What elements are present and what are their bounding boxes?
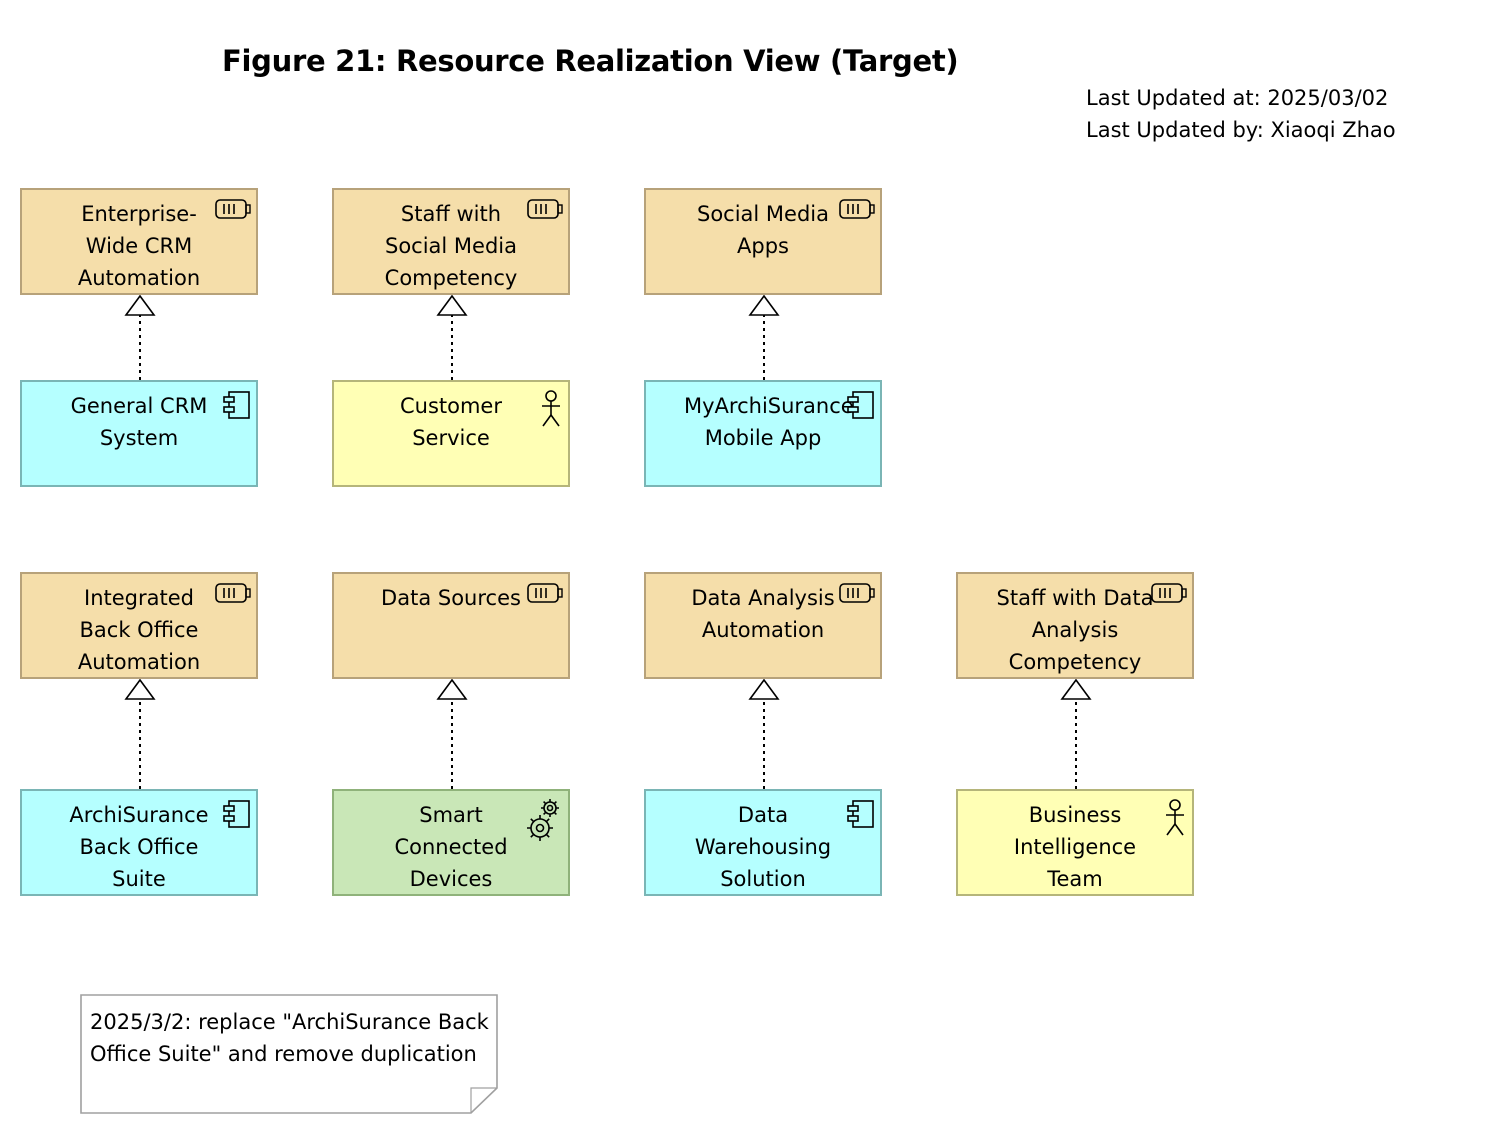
component-icon	[847, 800, 874, 828]
resource-icon	[215, 199, 251, 219]
node-label: Staff with Social Media Competency	[384, 202, 518, 290]
component-icon	[223, 391, 250, 419]
arrowhead-triangle	[748, 294, 780, 316]
note-text: 2025/3/2: replace "ArchiSurance Back Off…	[90, 1010, 489, 1066]
arrowhead-triangle	[436, 294, 468, 316]
node-label: Data Sources	[381, 586, 521, 610]
node-label: Integrated Back Office Automation	[77, 586, 201, 674]
updated-by: Last Updated by: Xiaoqi Zhao	[1086, 118, 1396, 142]
node-customer-service[interactable]: Customer Service	[332, 380, 570, 487]
arrowhead-triangle	[124, 678, 156, 700]
note[interactable]: 2025/3/2: replace "ArchiSurance Back Off…	[80, 994, 498, 1114]
diagram-title: Figure 21: Resource Realization View (Ta…	[222, 44, 959, 78]
node-label: Enterprise-Wide CRM Automation	[77, 202, 201, 290]
node-staff-data[interactable]: Staff with Data Analysis Competency	[956, 572, 1194, 679]
node-smart-devices[interactable]: Smart Connected Devices	[332, 789, 570, 896]
node-label: Data Analysis Automation	[691, 586, 835, 642]
updated-at: Last Updated at: 2025/03/02	[1086, 86, 1389, 110]
node-label: ArchiSurance Back Office Suite	[69, 803, 209, 891]
arrowhead-triangle	[1060, 678, 1092, 700]
node-label: Customer Service	[399, 394, 502, 450]
arrowhead-triangle	[748, 678, 780, 700]
node-data-warehouse[interactable]: Data Warehousing Solution	[644, 789, 882, 896]
resource-icon	[215, 583, 251, 603]
arrowhead-triangle	[124, 294, 156, 316]
node-archi-backoffice[interactable]: ArchiSurance Back Office Suite	[20, 789, 258, 896]
arrowhead-triangle	[436, 678, 468, 700]
resource-icon	[527, 583, 563, 603]
node-integrated-backoffice[interactable]: Integrated Back Office Automation	[20, 572, 258, 679]
resource-icon	[1151, 583, 1187, 603]
node-bi-team[interactable]: Business Intelligence Team	[956, 789, 1194, 896]
node-label: General CRM System	[70, 394, 208, 450]
node-label: Data Warehousing Solution	[694, 803, 832, 891]
node-label: Social Media Apps	[696, 202, 829, 258]
resource-icon	[839, 199, 875, 219]
actor-icon	[542, 390, 560, 427]
node-label: Staff with Data Analysis Competency	[996, 586, 1154, 674]
node-data-analysis-automation[interactable]: Data Analysis Automation	[644, 572, 882, 679]
resource-icon	[839, 583, 875, 603]
update-info: Last Updated at: 2025/03/02 Last Updated…	[1086, 82, 1396, 146]
actor-icon	[1166, 799, 1184, 836]
node-myarchi-app[interactable]: MyArchiSurance Mobile App	[644, 380, 882, 487]
note-shape	[80, 994, 498, 1114]
resource-icon	[527, 199, 563, 219]
node-general-crm[interactable]: General CRM System	[20, 380, 258, 487]
node-label: Business Intelligence Team	[1013, 803, 1137, 891]
node-staff-social[interactable]: Staff with Social Media Competency	[332, 188, 570, 295]
gears-icon	[527, 799, 559, 841]
node-label: Smart Connected Devices	[394, 803, 508, 891]
node-data-sources[interactable]: Data Sources	[332, 572, 570, 679]
component-icon	[847, 391, 874, 419]
node-social-apps[interactable]: Social Media Apps	[644, 188, 882, 295]
component-icon	[223, 800, 250, 828]
node-label: MyArchiSurance Mobile App	[684, 394, 854, 450]
node-enterprise-crm[interactable]: Enterprise-Wide CRM Automation	[20, 188, 258, 295]
